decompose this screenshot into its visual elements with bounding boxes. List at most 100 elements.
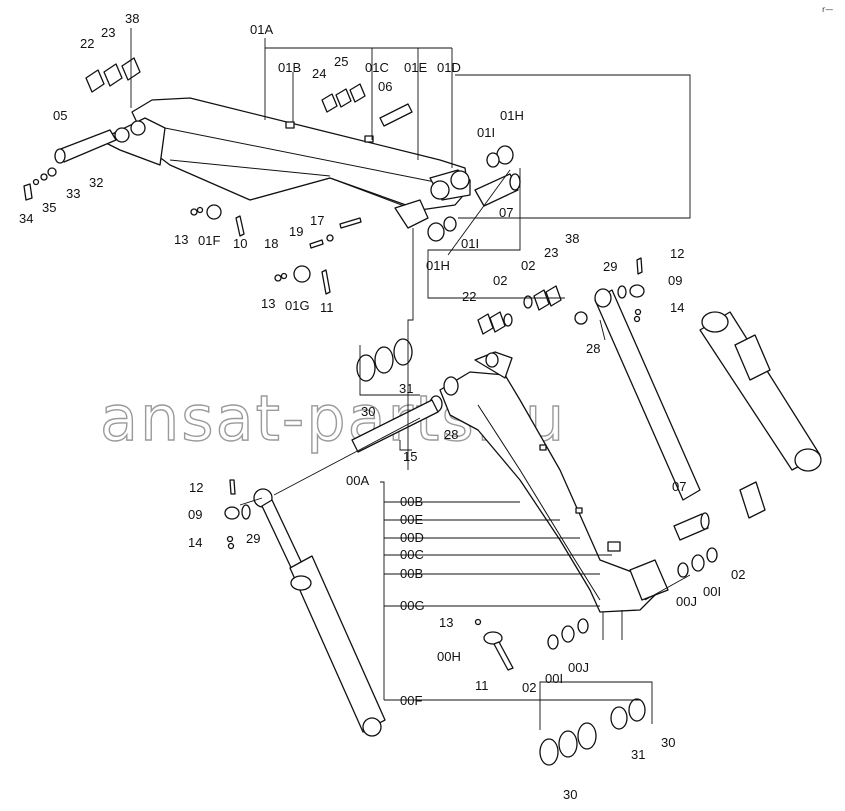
cylinder-left-gland (290, 575, 312, 591)
cylinder-right-head (701, 311, 729, 333)
bolt-11-lower (493, 641, 514, 671)
cylinder-right (594, 288, 822, 519)
pin-06 (379, 103, 413, 127)
shim-30-a (356, 354, 376, 382)
cylinder-right-bottom-eye (794, 448, 822, 472)
callout-22-top: 22 (80, 36, 94, 51)
bolt-11-upper (321, 269, 331, 295)
bushing-01H-lower (427, 222, 445, 242)
cylinder-left (253, 488, 386, 737)
callout-10: 10 (233, 236, 247, 251)
callout-02-b: 02 (521, 258, 535, 273)
callout-00E: 00E (400, 512, 423, 527)
nut-14-right-a (634, 308, 642, 316)
boom-ridge (477, 404, 601, 601)
pin-07-upper-end (509, 173, 521, 191)
leader-00A (380, 481, 385, 700)
leader-15 (399, 440, 412, 451)
callout-00H: 00H (437, 649, 461, 664)
plate-09-left (224, 506, 240, 520)
leader-28 (599, 319, 606, 341)
shim-30-b (374, 346, 394, 374)
leader-shim-bottom (539, 681, 653, 730)
callout-28-upper: 28 (586, 341, 600, 356)
callout-31-bottom: 31 (631, 747, 645, 762)
ring-02-lower (547, 634, 559, 650)
washer-19 (326, 234, 334, 242)
callout-09-lower: 09 (188, 507, 202, 522)
leader-lower-rings (602, 610, 623, 640)
callout-00G: 00G (400, 598, 425, 613)
ring-00J-lower (577, 618, 589, 634)
nut-14-right-b (633, 315, 641, 323)
washer-29-left (241, 504, 251, 520)
cylinder-left-head-eye (362, 717, 382, 737)
callout-00C: 00C (400, 547, 424, 562)
callout-labels: 01A 01B 01C 01E 01D 22 23 38 24 25 06 05… (19, 11, 745, 802)
arm-tip-bore-2 (450, 170, 470, 190)
arm-link-plate (394, 199, 429, 229)
shim-31-a (610, 706, 628, 730)
arm-pin-boss-right (130, 120, 146, 136)
leader-center-upper (455, 74, 691, 219)
shim-pack-30-31-left (356, 338, 413, 382)
bolt-18 (309, 239, 324, 249)
arm-pin-boss-left (114, 127, 130, 143)
boom-tip-bosses (629, 559, 669, 601)
nut-14-left-a (226, 535, 234, 543)
callout-00A: 00A (346, 473, 369, 488)
bolt-12-left (229, 479, 236, 495)
boom-assembly (439, 351, 669, 613)
leader-cylinder-left (239, 417, 421, 506)
callout-01H-upper: 01H (500, 108, 524, 123)
callout-30-left: 30 (361, 404, 375, 419)
leader-01A-branch (265, 47, 453, 168)
seal-01I-lower (443, 216, 457, 232)
callout-33: 33 (66, 186, 80, 201)
callout-01I-upper: 01I (477, 125, 495, 140)
callout-23-top: 23 (101, 25, 115, 40)
callout-01I-lower: 01I (461, 236, 479, 251)
washer-33 (40, 173, 48, 181)
leader-right-rings (644, 574, 691, 601)
callout-01F: 01F (198, 233, 220, 248)
callout-13-upper: 13 (174, 232, 188, 247)
callout-28-lower: 28 (444, 427, 458, 442)
corner-mark: r— (822, 5, 833, 14)
callout-00B-lower: 00B (400, 566, 423, 581)
callout-30-bottom: 30 (563, 787, 577, 802)
bolt-10 (235, 215, 245, 237)
ring-02-b (523, 295, 533, 309)
callout-12-lower: 12 (189, 480, 203, 495)
callout-00I-right: 00I (703, 584, 721, 599)
boom-bracket-00C (607, 541, 621, 552)
shim-23-mid (533, 289, 550, 311)
callout-01C: 01C (365, 60, 389, 75)
shim-24 (321, 93, 338, 113)
shim-pack-right-upper (477, 285, 562, 335)
callout-01A: 01A (250, 22, 273, 37)
callout-00J-right: 00J (676, 594, 697, 609)
bushing-00I-right (691, 554, 705, 572)
ring-02-right (706, 547, 718, 563)
callout-15: 15 (403, 449, 417, 464)
arm-tip-bore-1 (430, 180, 450, 200)
plate-01F (206, 204, 222, 220)
callout-34: 34 (19, 211, 33, 226)
bushing-00I-lower (561, 625, 575, 643)
callout-06: 06 (378, 79, 392, 94)
callout-11-upper: 11 (320, 300, 334, 315)
callout-24: 24 (312, 66, 326, 81)
washer-32 (47, 167, 57, 177)
boom-foot-bore-1 (443, 376, 459, 396)
shim-25-a (335, 88, 352, 108)
pin-07-lower-body (673, 513, 709, 541)
callout-02-c: 02 (522, 680, 536, 695)
shim-pack-30-31-bottom (539, 698, 646, 766)
boom-foot-bore-2 (485, 352, 499, 368)
arm-boss-01B (285, 121, 295, 129)
callout-02-d: 02 (731, 567, 745, 582)
callout-01G: 01G (285, 298, 310, 313)
callout-14-upper: 14 (670, 300, 684, 315)
